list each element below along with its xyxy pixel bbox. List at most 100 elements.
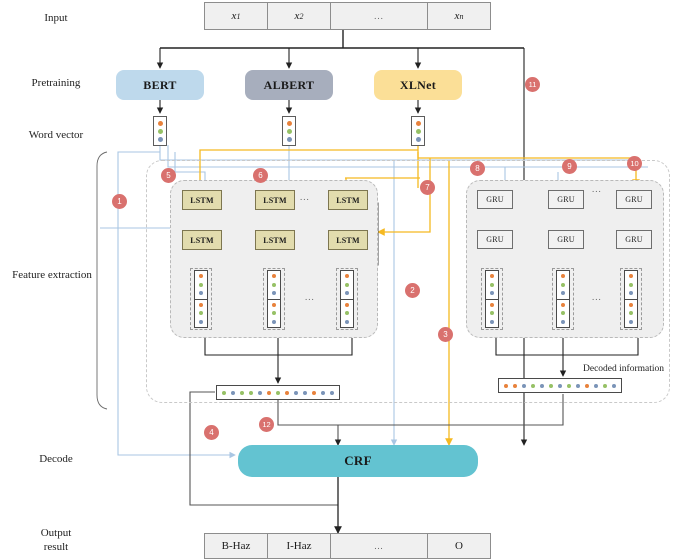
embedding-dot-green (566, 383, 571, 388)
lstm-unit-label: LSTM (190, 235, 214, 245)
vector-dot-blue (199, 291, 203, 296)
hidden-vector-segment-top (625, 271, 637, 299)
embedding-dot-blue (257, 390, 262, 395)
badge-7: 7 (420, 180, 435, 195)
hidden-vector-segment-top (195, 271, 207, 299)
embedding-dot-blue (330, 390, 335, 395)
vector-dot-green (199, 282, 203, 287)
vector-dot-orange (490, 274, 494, 279)
vector-dot-blue (272, 291, 276, 296)
gru-unit-label: GRU (486, 195, 504, 204)
vector-dot-green (629, 282, 633, 287)
vector-dot-green (199, 311, 203, 316)
input-token-1-sub: 1 (236, 11, 241, 21)
embedding-dot-blue (521, 383, 526, 388)
output-token-o: O (428, 534, 490, 558)
embedding-dot-green (530, 383, 535, 388)
lstm-unit-label: LSTM (263, 235, 287, 245)
row-label-word-vector: Word vector (28, 129, 84, 141)
hidden-vector-segment-bottom (486, 298, 498, 328)
gru-unit-forward-1: GRU (477, 190, 513, 209)
gru-vector-ellipsis: ... (592, 292, 602, 302)
embedding-dot-green (248, 390, 253, 395)
vector-dot-orange (286, 120, 292, 126)
embedding-dot-green (239, 390, 244, 395)
gru-unit-backward-n: GRU (616, 230, 652, 249)
pretraining-model-xlnet[interactable]: XLNet (374, 70, 462, 100)
lstm-forward-ellipsis: ... (300, 192, 310, 202)
hidden-vector-segment-top (268, 271, 280, 299)
lstm-unit-backward-1: LSTM (182, 230, 222, 250)
badge-8: 8 (470, 161, 485, 176)
vector-dot-green (561, 282, 565, 287)
output-token-2: I-Haz (268, 534, 331, 558)
vector-dot-green (561, 311, 565, 316)
decoded-information-label: Decoded information (583, 364, 664, 374)
row-label-decode: Decode (39, 453, 73, 465)
gru-unit-label: GRU (625, 195, 643, 204)
embedding-dot-green (275, 390, 280, 395)
lstm-output-embedding-bar (216, 385, 340, 400)
input-token-n-sub: n (459, 11, 464, 21)
vector-dot-green (272, 311, 276, 316)
input-token-ellipsis: ... (331, 3, 428, 29)
vector-dot-orange (199, 302, 203, 307)
hidden-vector-segment-top (557, 271, 569, 299)
gru-forward-ellipsis: ... (592, 184, 602, 194)
decoded-information-bar (498, 378, 622, 393)
hidden-vector-segment-top (486, 271, 498, 299)
row-label-output-result: Output result (40, 527, 72, 553)
crf-decode-layer[interactable]: CRF (238, 445, 478, 477)
embedding-dot-blue (230, 390, 235, 395)
vector-dot-green (345, 311, 349, 316)
feature-extraction-region (146, 160, 670, 403)
crf-label: CRF (344, 453, 372, 468)
vector-dot-blue (286, 136, 292, 142)
badge-1: 1 (112, 194, 127, 209)
lstm-unit-forward-2: LSTM (255, 190, 295, 210)
gru-unit-backward-2: GRU (548, 230, 584, 249)
badge-10: 10 (627, 156, 642, 171)
badge-6: 6 (253, 168, 268, 183)
gru-hidden-vector-1 (481, 268, 503, 330)
vector-dot-orange (272, 302, 276, 307)
vector-dot-blue (345, 319, 349, 324)
vector-dot-green (345, 282, 349, 287)
vector-dot-orange (629, 274, 633, 279)
gru-unit-forward-2: GRU (548, 190, 584, 209)
vector-dot-blue (345, 291, 349, 296)
embedding-dot-blue (612, 383, 617, 388)
pretraining-model-bert[interactable]: BERT (116, 70, 204, 100)
lstm-unit-backward-2: LSTM (255, 230, 295, 250)
embedding-dot-blue (539, 383, 544, 388)
lstm-hidden-vector-n (336, 268, 358, 330)
vector-dot-blue (157, 136, 163, 142)
lstm-vector-ellipsis: ... (305, 292, 315, 302)
vector-dot-green (490, 311, 494, 316)
vector-dot-blue (272, 319, 276, 324)
vector-dot-blue (490, 291, 494, 296)
embedding-dot-orange (512, 383, 517, 388)
lstm-hidden-vector-2 (263, 268, 285, 330)
row-label-input: Input (44, 12, 68, 24)
vector-dot-blue (629, 319, 633, 324)
embedding-dot-blue (576, 383, 581, 388)
vector-dot-orange (345, 302, 349, 307)
lstm-hidden-vector-1 (190, 268, 212, 330)
vector-dot-blue (629, 291, 633, 296)
hidden-vector-segment-bottom (625, 298, 637, 328)
vector-dot-blue (415, 136, 421, 142)
vector-dot-orange (199, 274, 203, 279)
gru-hidden-vector-2 (552, 268, 574, 330)
vector-dot-orange (345, 274, 349, 279)
vector-dot-green (157, 128, 163, 134)
gru-unit-label: GRU (486, 235, 504, 244)
pretraining-model-albert[interactable]: ALBERT (245, 70, 333, 100)
embedding-dot-orange (266, 390, 271, 395)
gru-unit-label: GRU (557, 195, 575, 204)
lstm-unit-label: LSTM (190, 195, 214, 205)
bert-label: BERT (143, 77, 177, 92)
